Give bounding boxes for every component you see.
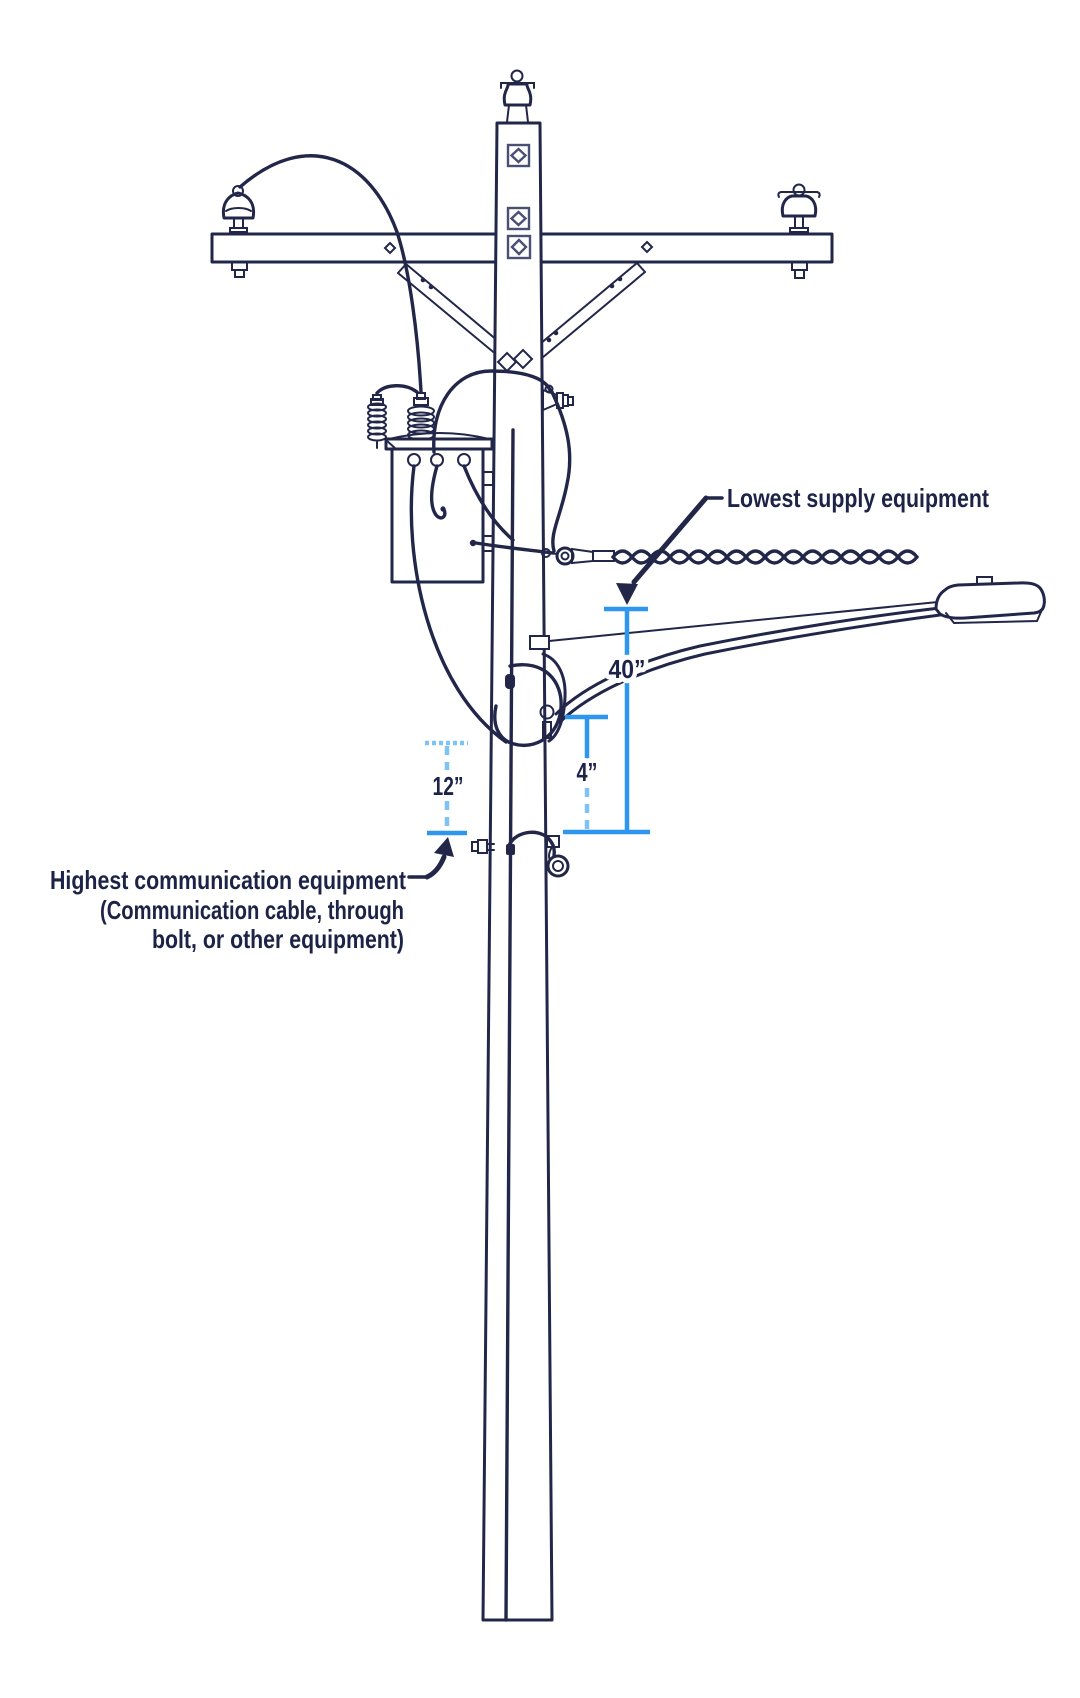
suspension-hook-icon xyxy=(546,835,570,878)
jumper-wires xyxy=(238,154,572,1622)
callout-lowest-supply: Lowest supply equipment xyxy=(616,483,989,605)
brace-bolt-plates xyxy=(496,348,534,373)
utility-pole xyxy=(481,69,554,1622)
mast-arm xyxy=(554,606,942,716)
leader-arrow-shaft xyxy=(631,495,709,585)
street-light xyxy=(493,576,1046,747)
mast-arm xyxy=(558,613,942,724)
highest-comm-label-line1: Highest communication equipment xyxy=(50,865,406,895)
communication-attachment xyxy=(471,830,570,878)
callout-highest-communication: Highest communication equipment (Communi… xyxy=(50,837,454,954)
arm-bracket xyxy=(541,652,567,743)
pole-riser-wire xyxy=(504,428,515,1622)
wedge-clamp-icon xyxy=(571,547,594,565)
highest-comm-label-line3: bolt, or other equipment) xyxy=(152,924,404,954)
pole-top-insulator-icon xyxy=(500,69,535,123)
twisted-drop-cable-icon xyxy=(611,549,919,565)
crossarm-bolt-icon xyxy=(640,240,654,254)
lowest-supply-label: Lowest supply equipment xyxy=(727,483,989,513)
secondary-spool-icon xyxy=(542,384,574,412)
arm-clamp-icon xyxy=(529,635,550,650)
arrow-head-icon xyxy=(434,837,454,857)
dimension-4-label: 4” xyxy=(577,757,598,787)
dimension-40-label: 40” xyxy=(609,654,646,684)
dimension-40: 40” xyxy=(563,606,651,835)
left-insulator-icon xyxy=(221,185,256,278)
through-bolt-icon xyxy=(505,674,515,689)
drip-loop-wire xyxy=(493,663,563,747)
pole-marker-plates xyxy=(506,143,532,260)
highest-comm-label-line2: (Communication cable, through xyxy=(100,895,404,925)
dead-end-clevis-icon xyxy=(555,546,575,566)
hv-bushing-icon xyxy=(407,392,435,441)
lamp-head-icon xyxy=(934,576,1046,625)
dimension-4: 4” xyxy=(565,714,608,830)
service-drop xyxy=(541,546,919,566)
dimension-12-label: 12” xyxy=(433,771,464,801)
lightning-arrester-icon xyxy=(367,394,397,450)
dimension-12: 12” xyxy=(425,740,469,836)
crossarm-bolt-icon xyxy=(383,241,397,255)
right-insulator-icon xyxy=(777,183,821,279)
leader-arrow-shaft xyxy=(424,854,447,880)
arm-support-wire xyxy=(548,600,949,642)
arrow-head-icon xyxy=(616,583,638,605)
